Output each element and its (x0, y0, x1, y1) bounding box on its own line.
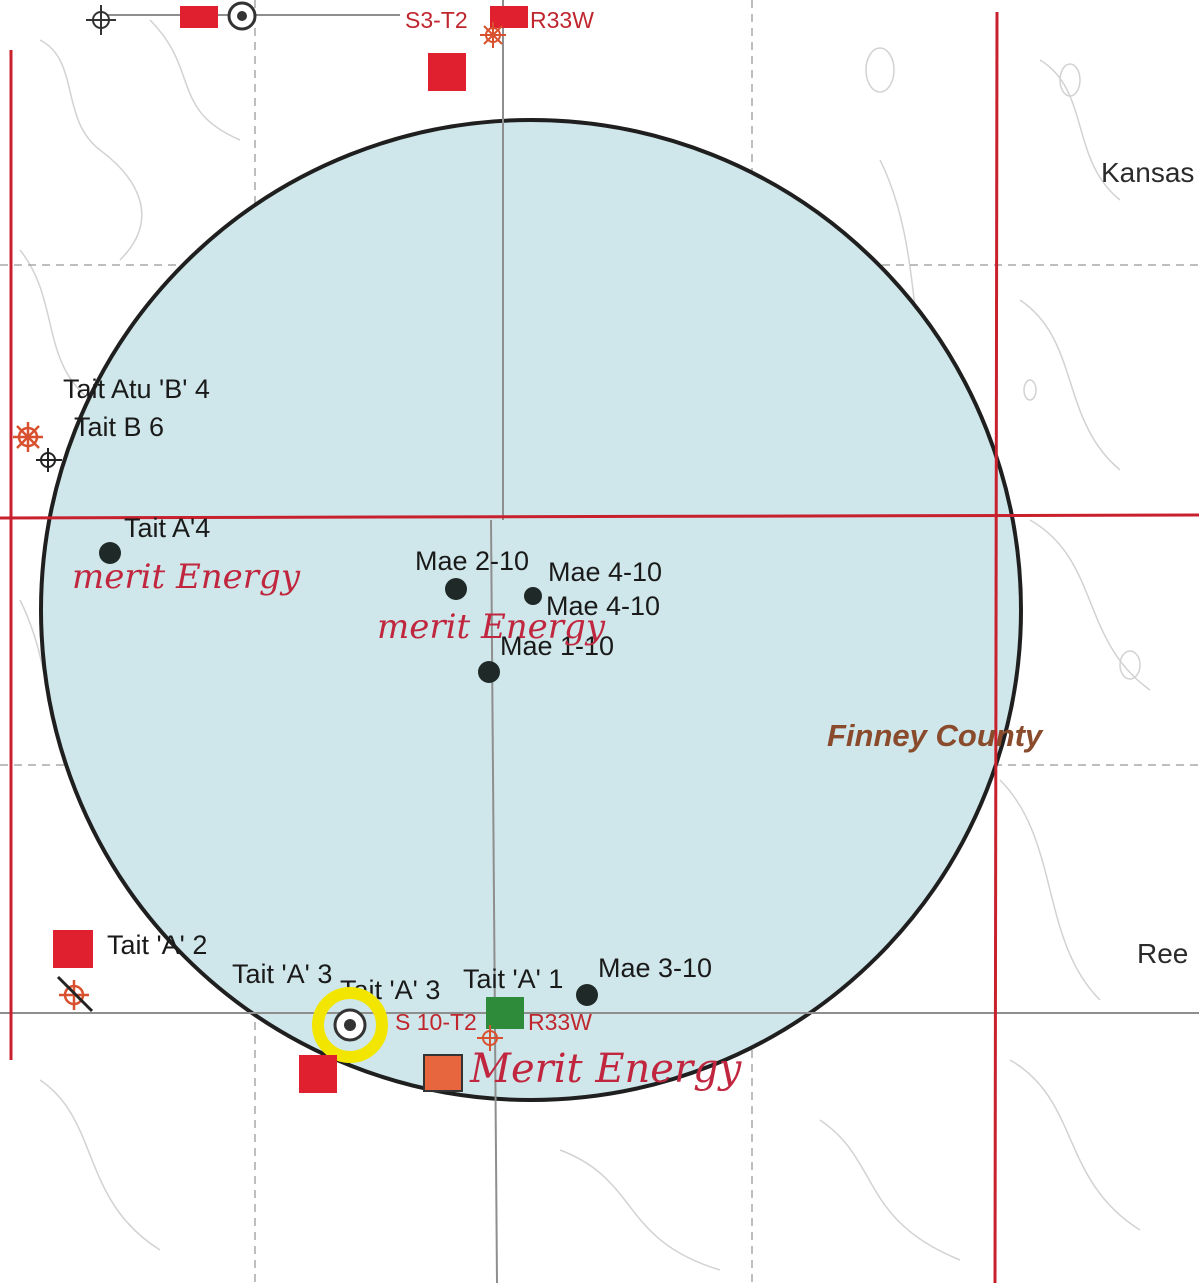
plugged-well-icon (56, 975, 94, 1013)
target-well-icon (227, 1, 257, 31)
well-label: Mae 4-10 (548, 557, 662, 587)
sun-well-icon (480, 22, 506, 48)
section-label-bottom-right: R33W (528, 1009, 592, 1035)
red-square-icon[interactable] (53, 930, 93, 968)
sun-well-icon (13, 422, 43, 452)
orange-square-icon[interactable] (423, 1054, 463, 1092)
abandoned-well-icon (36, 448, 62, 472)
oil-well-icon[interactable] (99, 542, 121, 564)
well-label: Mae 1-10 (500, 631, 614, 661)
oil-well-icon[interactable] (478, 661, 500, 683)
well-label: Tait 'A' 3 (232, 959, 332, 989)
well-label: Mae 4-10 (546, 591, 660, 621)
place-label-kansas: Kansas (1101, 157, 1194, 188)
well-label: Tait Atu 'B' 4 (63, 374, 210, 404)
oil-well-icon[interactable] (524, 587, 542, 605)
township-lines (0, 11, 1199, 1283)
well-label: Tait A'4 (124, 513, 210, 543)
well-label: Tait B 6 (74, 412, 164, 442)
well-label: Mae 3-10 (598, 953, 712, 983)
section-label-top-left: S3-T2 (405, 7, 468, 33)
well-label: Tait 'A' 1 (463, 964, 563, 994)
red-square-icon (428, 53, 466, 91)
well-label: Tait 'A' 2 (107, 930, 207, 960)
well-label: Mae 2-10 (415, 546, 529, 576)
green-square-icon[interactable] (486, 997, 524, 1029)
red-square-icon (180, 6, 218, 28)
oil-well-icon[interactable] (445, 578, 467, 600)
top-symbols (86, 1, 528, 91)
sun-well-icon (477, 1025, 503, 1051)
red-square-icon[interactable] (299, 1055, 337, 1093)
radius-circle (39, 118, 1023, 1102)
section-label-bottom-left: S 10-T2 (395, 1009, 477, 1035)
handwritten-annotation: merit Energy (72, 557, 301, 597)
red-square-icon (490, 6, 528, 28)
highlighted-target-well[interactable] (312, 987, 388, 1063)
county-label: Finney County (827, 718, 1044, 753)
oil-well-icon[interactable] (576, 984, 598, 1006)
handwritten-annotation: merit Energy (377, 607, 606, 647)
section-label-top-right: R33W (530, 7, 594, 33)
left-well-symbols (13, 422, 62, 472)
dry-hole-icon (86, 5, 116, 35)
handwritten-annotation: Merit Energy (469, 1046, 743, 1092)
place-label-ree: Ree (1137, 938, 1188, 969)
